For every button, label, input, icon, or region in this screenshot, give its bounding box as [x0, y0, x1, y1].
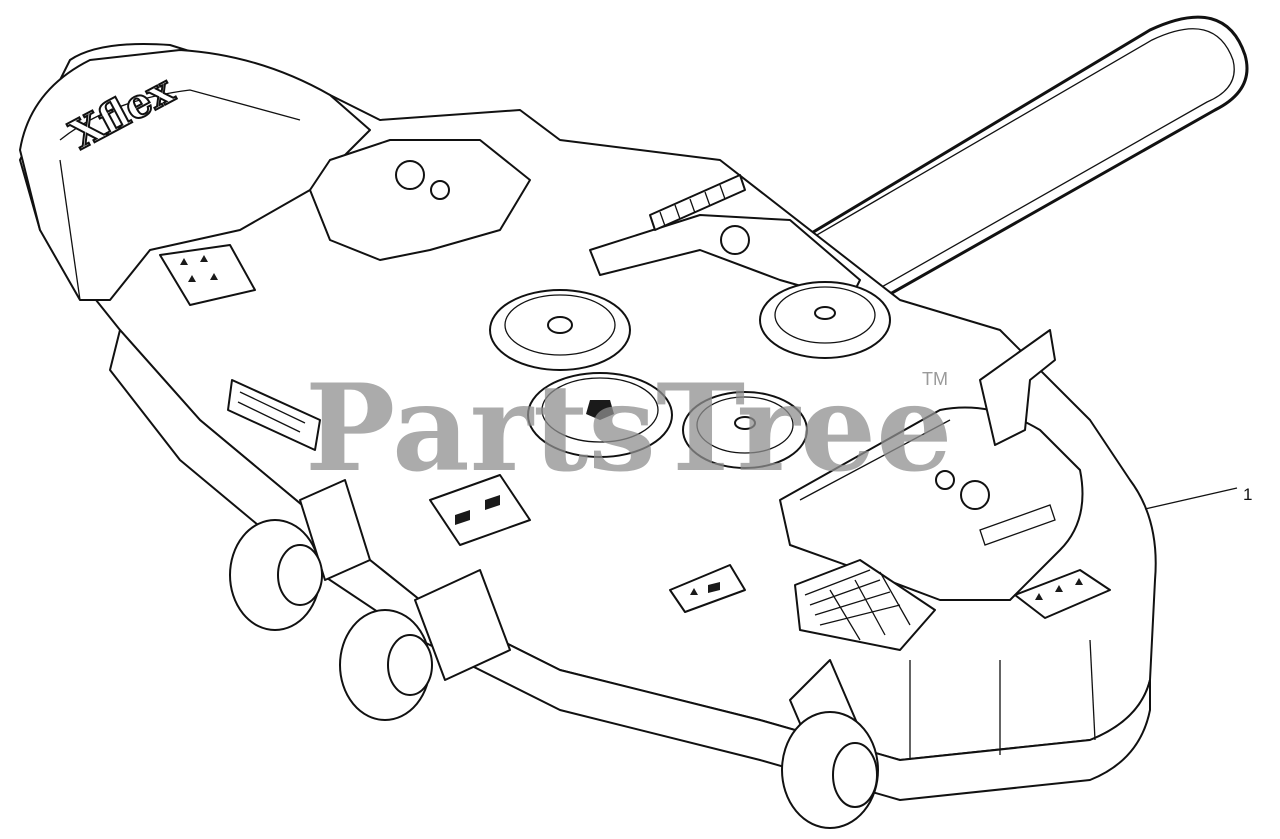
warning-decal-left [159, 244, 256, 306]
watermark-trademark: TM [922, 369, 948, 389]
step-plate [794, 559, 936, 651]
center-spindle-cover [309, 139, 531, 261]
gauge-wheel-front [781, 659, 879, 829]
right-belt-cover [779, 406, 1084, 601]
pulley-center [527, 372, 673, 458]
drive-belt [699, 15, 1249, 347]
callout-label-1: 1 [1243, 485, 1252, 504]
warning-decal-center [429, 474, 531, 546]
warning-decal-right [1014, 569, 1111, 619]
gauge-wheel-rear [229, 479, 371, 631]
watermark-brand: PartsTree [305, 358, 952, 499]
pulley-idler-lower [682, 391, 808, 469]
pulley-left-upper [489, 289, 631, 371]
callout-leader-1 [1144, 487, 1238, 510]
model-label [227, 379, 321, 451]
warning-decal-front [669, 564, 746, 613]
gauge-wheel-middle [339, 569, 511, 721]
pulley-right [759, 281, 891, 359]
right-mount-bracket [979, 329, 1056, 446]
